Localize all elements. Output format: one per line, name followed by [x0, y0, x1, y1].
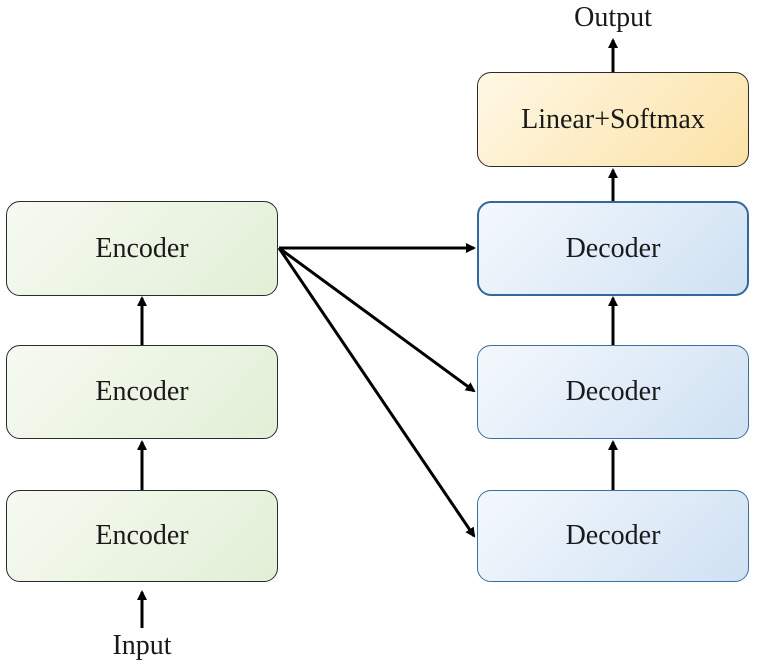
input-label: Input — [112, 630, 172, 661]
encoder-label: Encoder — [95, 520, 189, 551]
encoder-label: Encoder — [95, 232, 189, 264]
decoder-block-2: Decoder — [477, 345, 749, 439]
encoder-block-1: Encoder — [6, 201, 278, 296]
linear-softmax-block: Linear+Softmax — [477, 72, 749, 167]
encoder-block-2: Encoder — [6, 345, 278, 439]
output-label: Output — [574, 2, 652, 33]
linear-softmax-label: Linear+Softmax — [521, 103, 705, 135]
arrow-encoder-to-decoder-3 — [277, 247, 476, 538]
decoder-label: Decoder — [565, 232, 661, 264]
encoder-label: Encoder — [95, 376, 189, 407]
decoder-label: Decoder — [565, 520, 661, 551]
decoder-block-1: Decoder — [477, 201, 749, 296]
decoder-label: Decoder — [565, 376, 661, 407]
decoder-block-3: Decoder — [477, 490, 749, 582]
encoder-block-3: Encoder — [6, 490, 278, 582]
arrow-encoder-to-decoder-2 — [278, 246, 476, 393]
